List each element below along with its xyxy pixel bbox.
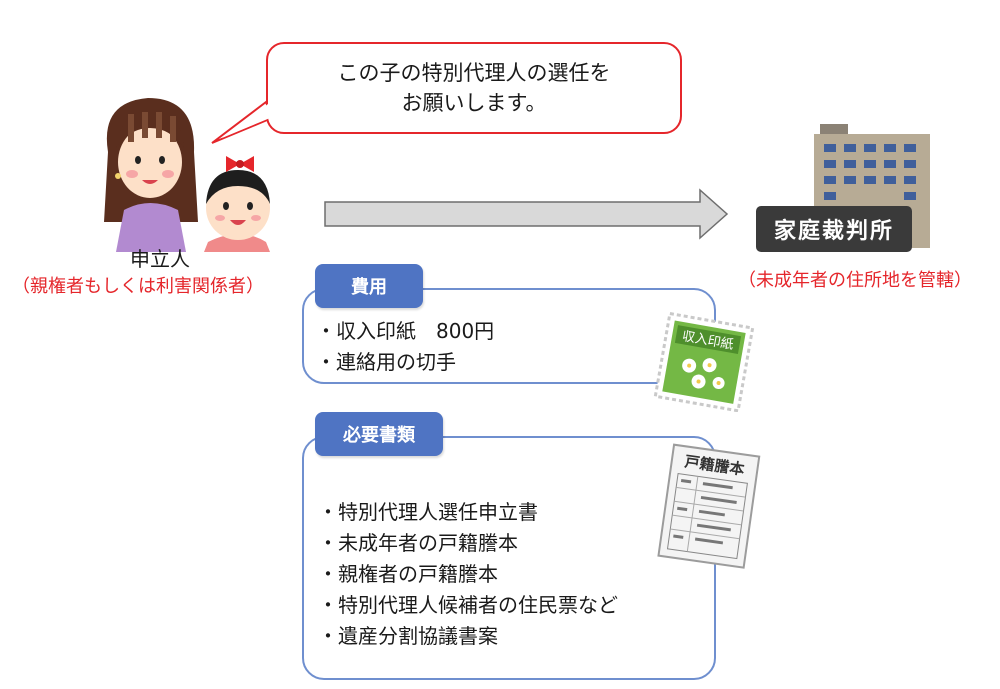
family-register-document-icon: 戸籍謄本 [657, 443, 761, 569]
document-item: ・特別代理人候補者の住民票など [318, 593, 618, 617]
document-item: ・親権者の戸籍謄本 [318, 562, 498, 586]
mother-child-illustration [104, 98, 270, 252]
speech-line-1: この子の特別代理人の選任を [337, 61, 611, 85]
court-note: （未成年者の住所地を管轄） [738, 270, 972, 291]
court-sign: 家庭裁判所 [756, 206, 912, 252]
document-item: ・特別代理人選任申立書 [318, 500, 538, 524]
arrow-to-court [324, 188, 729, 240]
speech-bubble-box [266, 42, 682, 134]
documents-box [302, 436, 716, 680]
applicant-label: 申立人 [130, 247, 190, 271]
fee-item: ・収入印紙 800円 [316, 319, 495, 343]
fees-list: ・収入印紙 800円 ・連絡用の切手 [316, 316, 494, 378]
revenue-stamp-icon: 収入印紙 [653, 312, 755, 412]
applicant-note: （親権者もしくは利害関係者） [12, 276, 264, 297]
document-item: ・未成年者の戸籍謄本 [318, 531, 518, 555]
speech-line-2: お願いします。 [401, 91, 547, 115]
documents-list: ・特別代理人選任申立書 ・未成年者の戸籍謄本 ・親権者の戸籍謄本 ・特別代理人候… [318, 497, 618, 652]
documents-tag: 必要書類 [315, 412, 443, 456]
fees-tag: 費用 [315, 264, 423, 308]
document-item: ・遺産分割協議書案 [318, 624, 498, 648]
fee-item: ・連絡用の切手 [316, 350, 456, 374]
speech-text: この子の特別代理人の選任を お願いします。 [266, 58, 682, 118]
